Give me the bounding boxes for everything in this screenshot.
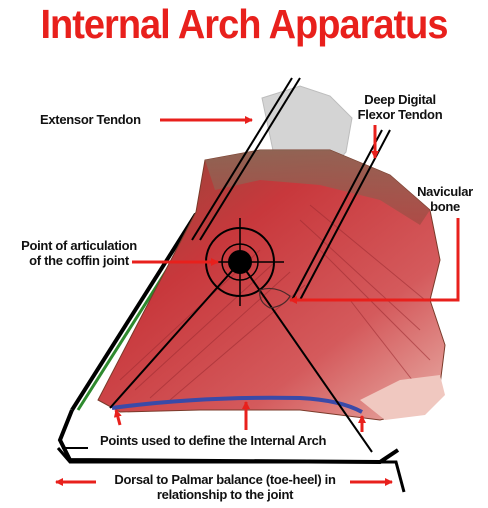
extensor-tendon-label: Extensor Tendon	[40, 112, 141, 127]
deep-digital-flexor-line1: Deep Digital	[350, 92, 450, 107]
articulation-label: Point of articulation of the coffin join…	[4, 238, 154, 268]
articulation-line2: of the coffin joint	[4, 253, 154, 268]
navicular-label: Navicular bone	[410, 184, 480, 214]
balance-line2: relationship to the joint	[90, 487, 360, 502]
balance-label: Dorsal to Palmar balance (toe-heel) in r…	[90, 472, 360, 502]
deep-digital-flexor-line2: Flexor Tendon	[350, 107, 450, 122]
articulation-line1: Point of articulation	[4, 238, 154, 253]
deep-digital-flexor-label: Deep Digital Flexor Tendon	[350, 92, 450, 122]
navicular-line2: bone	[410, 199, 480, 214]
points-arch-label: Points used to define the Internal Arch	[100, 433, 326, 448]
balance-line1: Dorsal to Palmar balance (toe-heel) in	[90, 472, 360, 487]
navicular-line1: Navicular	[410, 184, 480, 199]
